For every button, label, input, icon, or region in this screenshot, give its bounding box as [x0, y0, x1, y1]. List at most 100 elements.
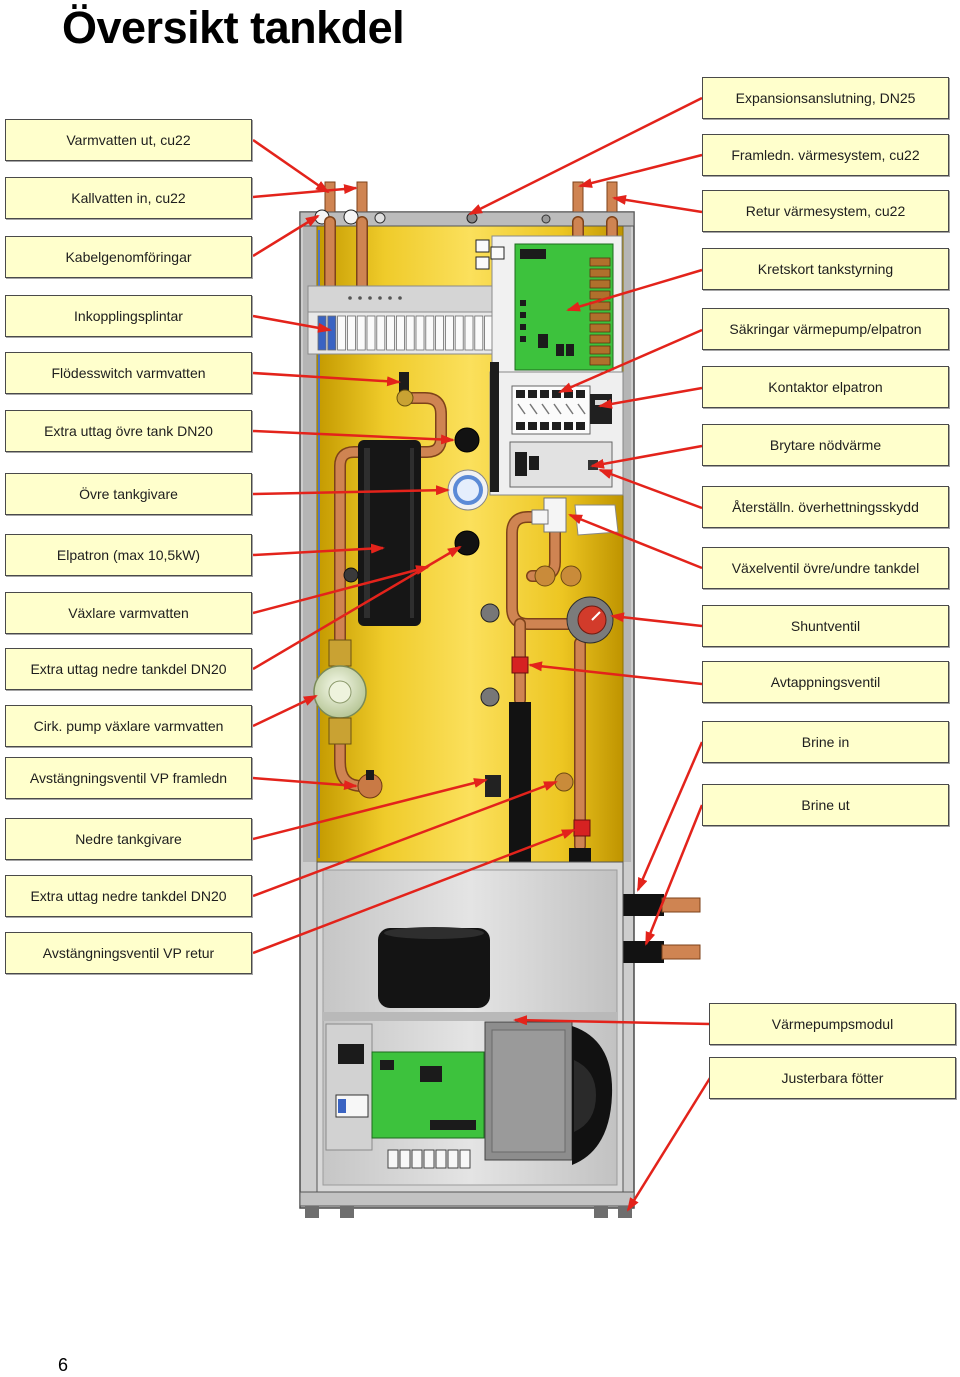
lower-extra-outlet [554, 772, 574, 792]
callout-label-heat-pump-module: Värmepumpsmodul [709, 1003, 956, 1045]
side-fitting [343, 567, 359, 583]
callout-arrow [598, 386, 703, 409]
terminal-block [376, 315, 386, 351]
brine-in-stub [661, 897, 701, 913]
callout-arrow [528, 661, 703, 686]
callout-arrow [644, 804, 704, 946]
board-terminal [589, 334, 611, 344]
terminal-block [454, 315, 464, 351]
callout-arrow [252, 184, 358, 199]
drain-valve [511, 656, 529, 674]
board-terminal [589, 345, 611, 355]
callout-arrow [252, 371, 401, 387]
callout-arrow [610, 612, 703, 628]
upper-tank-sensor-ring [453, 475, 483, 505]
callout-label-heat-exchanger: Växlare varmvatten [5, 592, 252, 634]
fuse-top [564, 390, 573, 398]
lower-relay [338, 1044, 364, 1064]
callout-arrow [252, 565, 430, 615]
callout-arrow [252, 214, 320, 258]
adjustable-feet [305, 1206, 632, 1218]
switch-detail [529, 456, 539, 470]
brine-connections [661, 897, 701, 960]
callout-label-flow-switch: Flödesswitch varmvatten [5, 352, 252, 394]
pump-fitting-top [328, 639, 352, 667]
callout-arrow [558, 328, 703, 394]
fuse-bottom [540, 422, 549, 430]
callout-label-terminals: Inkopplingsplintar [5, 295, 252, 337]
tank-control-board [475, 235, 623, 379]
flow-switch [396, 372, 414, 407]
terminal-block [327, 315, 337, 351]
panel-screw [398, 296, 402, 300]
foot [305, 1206, 319, 1218]
terminal-block [356, 315, 366, 351]
callout-label-contactor: Kontaktor elpatron [702, 366, 949, 408]
fuse-marking [553, 403, 562, 415]
cable-entry [475, 239, 490, 253]
board-terminal [589, 268, 611, 278]
callout-label-shutoff-return: Avstängningsventil VP retur [5, 932, 252, 974]
callout-label-drain-valve: Avtappningsventil [702, 661, 949, 703]
terminal-block [425, 315, 435, 351]
fuse-marking [517, 403, 526, 415]
callout-arrow [252, 694, 318, 728]
connector [399, 1149, 411, 1169]
callout-label-lower-extra-outlet-2: Extra uttag nedre tankdel DN20 [5, 875, 252, 917]
brine-out-stub [661, 944, 701, 960]
board-connector [520, 249, 546, 259]
cold-water-in-stub [356, 181, 368, 217]
connector [411, 1149, 423, 1169]
base-plate [299, 1191, 635, 1207]
callout-arrow [513, 1015, 711, 1026]
electrical-panel [489, 362, 624, 496]
callout-label-brine-out: Brine ut [702, 784, 949, 826]
callout-label-fuses: Säkringar värmepump/elpatron [702, 308, 949, 350]
connector [435, 1149, 447, 1169]
callout-arrow [252, 780, 558, 898]
tank-plug [480, 687, 500, 707]
callout-label-lower-extra-outlet: Extra uttag nedre tankdel DN20 [5, 648, 252, 690]
board-terminal [589, 290, 611, 300]
panel-screw [348, 296, 352, 300]
fuse-top [576, 390, 585, 398]
compressor-top [384, 927, 484, 939]
heating-flow-stub [572, 181, 584, 217]
cable-entry [475, 256, 490, 270]
panel-screw [368, 296, 372, 300]
overheat-protection-cover [574, 504, 619, 536]
module-left-panel [325, 1023, 373, 1151]
terminal-block [444, 315, 454, 351]
terminal-block-lower-blue [338, 1099, 346, 1113]
connector [459, 1149, 471, 1169]
fuse-marking [541, 403, 550, 415]
terminal-block [464, 315, 474, 351]
shutoff-valve-flow [357, 770, 383, 799]
fuse-top [516, 390, 525, 398]
fuse-bottom [528, 422, 537, 430]
callout-label-shutoff-flow: Avstängningsventil VP framledn [5, 757, 252, 799]
board-component [520, 312, 526, 318]
emergency-heat-switch [515, 452, 527, 476]
fuse-top [540, 390, 549, 398]
callout-arrow [252, 776, 358, 791]
callout-label-heating-return: Retur värmesystem, cu22 [702, 190, 949, 232]
shutoff-valve-return [573, 819, 591, 837]
upper-extra-outlet [454, 427, 480, 453]
shunt-valve [566, 596, 614, 644]
lower-board-chip [420, 1066, 442, 1082]
board-chip [566, 344, 574, 356]
callout-arrow [252, 485, 450, 496]
board-terminal [589, 312, 611, 322]
brass-fitting [560, 565, 582, 587]
lower-board-connector [430, 1120, 476, 1130]
callout-label-overheat-reset: Återställn. överhettningsskydd [702, 486, 949, 528]
page-title: Översikt tankdel [62, 2, 405, 53]
tank-plug [480, 603, 500, 623]
flow-switch-sensor [399, 372, 409, 392]
callout-arrow [590, 444, 703, 469]
terminal-block [415, 315, 425, 351]
cable-gland [343, 209, 359, 225]
terminal-block [337, 315, 347, 351]
